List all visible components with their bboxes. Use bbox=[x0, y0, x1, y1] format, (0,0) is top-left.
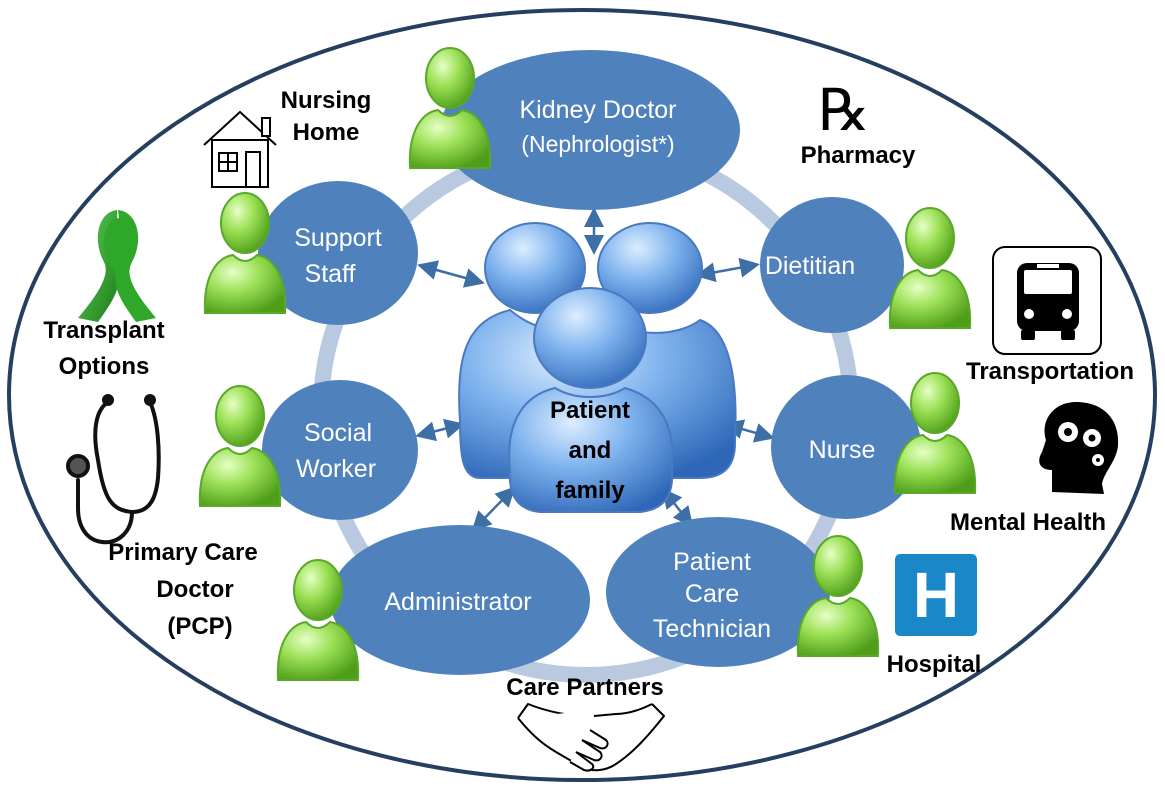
role-social-worker-line1: Social bbox=[304, 419, 372, 447]
house-icon bbox=[203, 110, 277, 188]
hospital-icon-glyph: H bbox=[913, 559, 959, 631]
arrow-support-staff bbox=[417, 260, 485, 288]
arrow-technician bbox=[661, 488, 694, 527]
resource-pharmacy: ℞ Pharmacy bbox=[801, 76, 916, 169]
role-kidney-doctor-line1: Kidney Doctor bbox=[519, 96, 676, 124]
care-partners-line1: Care Partners bbox=[506, 674, 663, 701]
bus-icon bbox=[992, 246, 1102, 355]
center-label-line1: Patient bbox=[550, 397, 630, 424]
resource-care-partners: Care Partners bbox=[506, 674, 665, 772]
resource-transplant-options: Transplant Options bbox=[43, 210, 165, 380]
rx-icon: ℞ bbox=[818, 76, 870, 144]
role-dietitian-line1: Dietitian bbox=[765, 252, 855, 280]
primary-care-line3: (PCP) bbox=[167, 613, 232, 640]
role-administrator: Administrator bbox=[330, 525, 590, 675]
pharmacy-line1: Pharmacy bbox=[801, 142, 916, 169]
mental-health-line1: Mental Health bbox=[950, 509, 1106, 536]
center-label-line3: family bbox=[555, 477, 625, 504]
role-technician-line1: Patient bbox=[673, 548, 751, 576]
resource-hospital: H Hospital bbox=[887, 554, 982, 678]
role-social-worker: Social Worker bbox=[262, 380, 418, 520]
role-support-staff-line2: Staff bbox=[305, 260, 356, 288]
nursing-home-line1: Nursing bbox=[281, 87, 372, 114]
primary-care-line2: Doctor bbox=[156, 576, 233, 603]
role-kidney-doctor: Kidney Doctor (Nephrologist*) bbox=[440, 50, 740, 210]
role-technician-line2: Care bbox=[685, 580, 739, 608]
role-nurse-line1: Nurse bbox=[809, 436, 876, 464]
arrow-administrator bbox=[471, 486, 516, 532]
arrow-dietitian bbox=[695, 257, 760, 283]
patient-family-icon: Patient and family bbox=[458, 222, 737, 513]
role-support-staff-line1: Support bbox=[294, 224, 382, 252]
resource-transportation: Transportation bbox=[966, 246, 1134, 385]
role-kidney-doctor-line2: (Nephrologist*) bbox=[521, 131, 674, 157]
stethoscope-icon bbox=[66, 394, 161, 545]
hospital-icon: H bbox=[895, 554, 977, 636]
transplant-line2: Options bbox=[59, 353, 150, 380]
handshake-icon bbox=[517, 703, 665, 772]
center-label-line2: and bbox=[569, 437, 612, 464]
role-support-staff: Support Staff bbox=[258, 181, 418, 325]
resource-primary-care: Primary Care Doctor (PCP) bbox=[66, 394, 258, 640]
role-patient-care-technician: Patient Care Technician bbox=[606, 517, 830, 667]
role-dietitian: Dietitian bbox=[760, 197, 904, 333]
transportation-line1: Transportation bbox=[966, 358, 1134, 385]
ribbon-icon bbox=[78, 210, 156, 322]
primary-care-line1: Primary Care bbox=[108, 539, 257, 566]
resource-mental-health: Mental Health bbox=[950, 402, 1119, 536]
role-social-worker-line2: Worker bbox=[296, 455, 376, 483]
hospital-line1: Hospital bbox=[887, 651, 982, 678]
transplant-line1: Transplant bbox=[43, 317, 164, 344]
arrow-social-worker bbox=[415, 418, 465, 442]
resource-nursing-home: Nursing Home bbox=[203, 87, 372, 188]
head-gears-icon bbox=[1039, 402, 1119, 494]
role-nurse: Nurse bbox=[771, 375, 921, 519]
role-administrator-line1: Administrator bbox=[384, 588, 531, 616]
role-technician-line3: Technician bbox=[653, 615, 771, 643]
nursing-home-line2: Home bbox=[293, 119, 360, 146]
